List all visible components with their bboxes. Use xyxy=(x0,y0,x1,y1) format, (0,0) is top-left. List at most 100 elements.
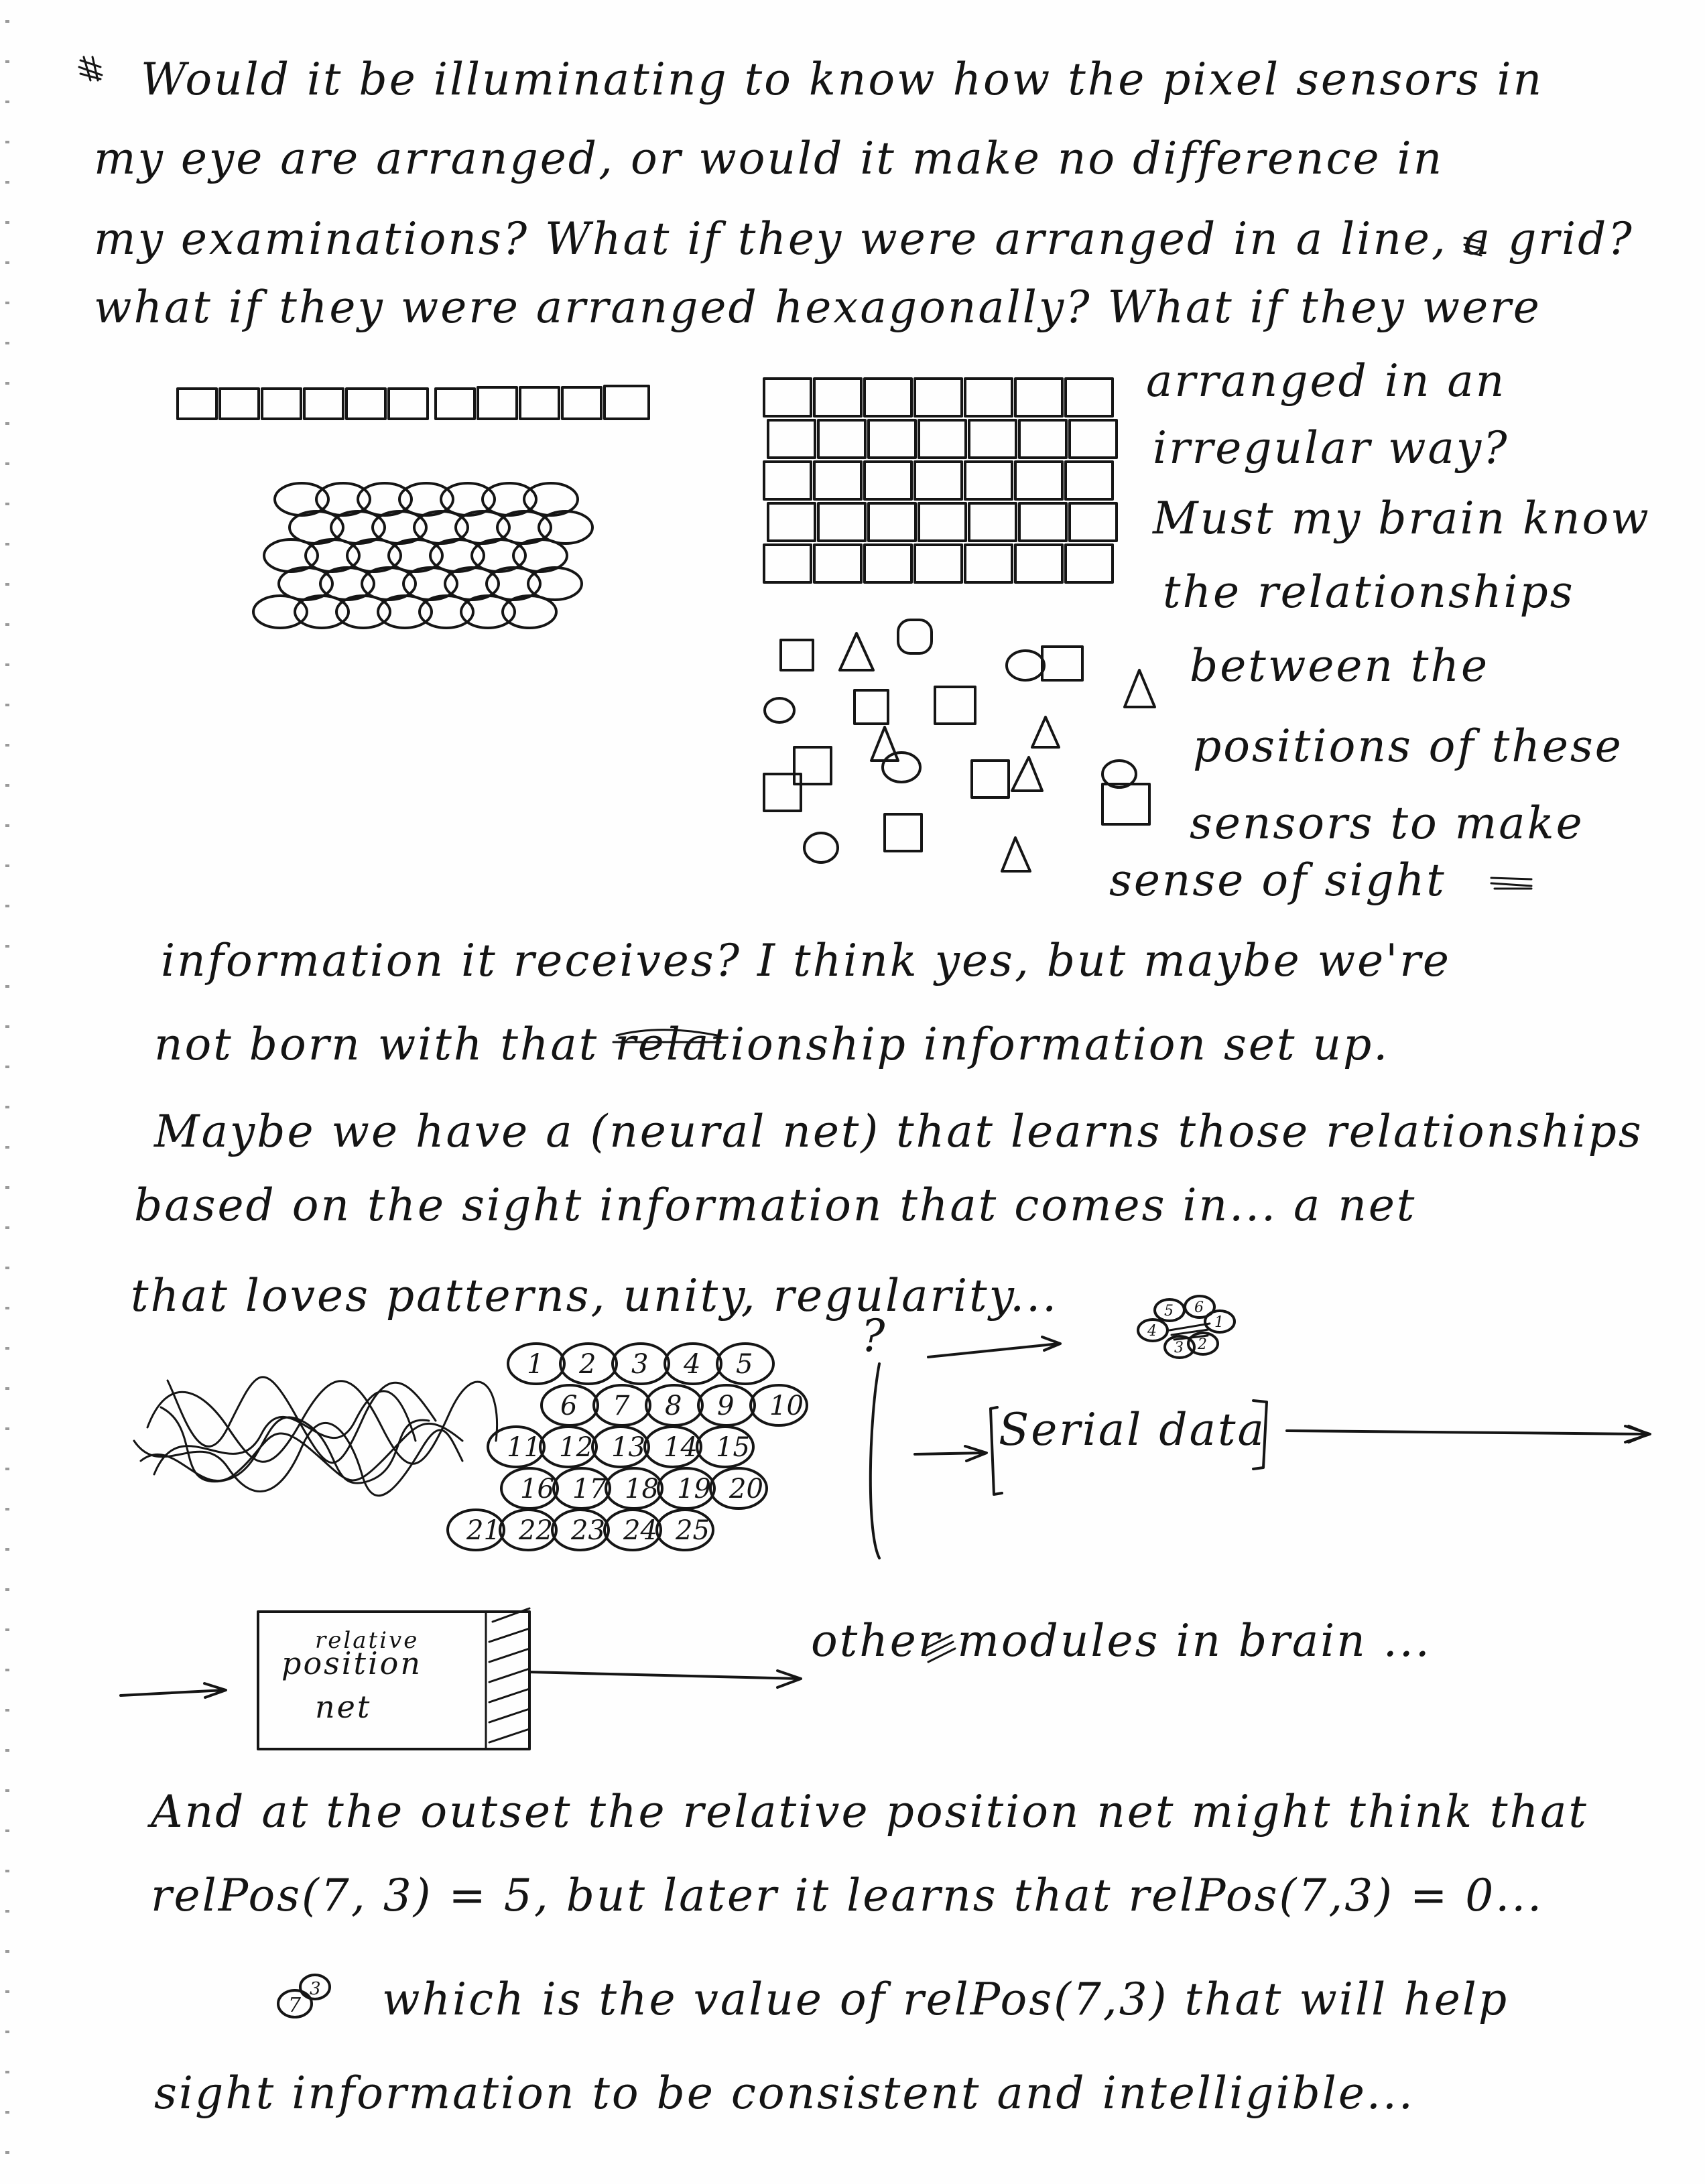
text-line: information it receives? I think yes, bu… xyxy=(161,935,1451,986)
sensor-hexagonal-drawing xyxy=(252,482,594,629)
cell-number: 5 xyxy=(736,1349,753,1380)
box-label-net: net xyxy=(315,1689,372,1725)
cell-number: 16 xyxy=(520,1474,554,1504)
cluster-number: 1 xyxy=(1214,1314,1224,1331)
grid-cell xyxy=(763,543,812,584)
numbered-cell xyxy=(507,1342,566,1385)
side-text-line: irregular way? xyxy=(1153,422,1509,474)
grid-cell xyxy=(918,502,967,542)
cluster-number: 6 xyxy=(1194,1299,1204,1316)
arrow-out-serial xyxy=(1285,1425,1651,1443)
cluster-number: 5 xyxy=(1164,1303,1174,1320)
text-line: not born with that relationship informat… xyxy=(154,1019,1390,1070)
cell-number: 13 xyxy=(611,1432,645,1463)
small-pair-drawing: 7 3 xyxy=(277,1974,331,2018)
scribble-mark xyxy=(78,56,103,82)
hex-cell xyxy=(418,594,475,629)
serial-bracket-left xyxy=(989,1406,1003,1496)
arrow-out-serial-head xyxy=(1627,1425,1650,1443)
strikethrough-mark xyxy=(612,1029,722,1043)
numbered-cell xyxy=(657,1467,716,1510)
tangled-scribble-drawing xyxy=(133,1376,499,1497)
hex-cell xyxy=(377,594,433,629)
side-text-line: arranged in an xyxy=(1146,355,1507,407)
side-text-line: Must my brain know xyxy=(1153,493,1651,544)
numbered-cell xyxy=(716,1342,775,1385)
grid-cell xyxy=(813,543,863,584)
hex-cell xyxy=(294,594,350,629)
numbered-cell xyxy=(664,1342,722,1385)
cluster-cell xyxy=(1184,1295,1216,1319)
grid-cell xyxy=(913,460,963,501)
numbered-cell xyxy=(591,1425,650,1468)
cell-number: 24 xyxy=(623,1515,657,1546)
grid-cell xyxy=(1014,460,1064,501)
cluster-number: 2 xyxy=(1197,1336,1207,1353)
grid-cell xyxy=(1064,377,1114,417)
numbered-cell xyxy=(603,1508,662,1551)
hex-cell xyxy=(252,594,308,629)
hex-cell xyxy=(527,566,583,601)
cluster-cell xyxy=(1187,1332,1219,1356)
sensor-grid-drawing xyxy=(763,377,1118,584)
cell-number: 15 xyxy=(716,1432,750,1463)
grid-cell xyxy=(1018,502,1068,542)
cell-number: 1 xyxy=(527,1349,544,1380)
cell-number: 2 xyxy=(578,1349,596,1380)
text-line: Would it be illuminating to know how the… xyxy=(141,54,1544,105)
box-hatching xyxy=(485,1607,531,1750)
modules-label: other modules in brain ... xyxy=(811,1615,1432,1667)
side-text-line: between the xyxy=(1190,640,1490,692)
grid-cell xyxy=(763,460,812,501)
grid-cell xyxy=(1014,543,1064,584)
cell-number: 18 xyxy=(625,1474,659,1504)
cell-number: 20 xyxy=(729,1474,763,1504)
sensor-irregular-drawing xyxy=(763,619,1156,873)
cell-number: 14 xyxy=(664,1432,698,1463)
relative-position-net-box xyxy=(257,1610,531,1750)
box-label-position: position xyxy=(281,1645,422,1681)
cell-number: 12 xyxy=(559,1432,593,1463)
grid-cell xyxy=(913,543,963,584)
cell-number: 4 xyxy=(683,1349,700,1380)
text-line: that loves patterns, unity, regularity..… xyxy=(131,1270,1059,1322)
small-pair-3: 3 xyxy=(310,1979,321,1999)
numbered-cell xyxy=(499,1508,558,1551)
text-line: relPos(7, 3) = 5, but later it learns th… xyxy=(151,1870,1544,1921)
cell-number: 8 xyxy=(665,1391,682,1421)
numbered-cell xyxy=(611,1342,670,1385)
numbered-cell xyxy=(696,1425,755,1468)
text-line: And at the outset the relative position … xyxy=(151,1786,1588,1838)
text-line: sight information to be consistent and i… xyxy=(154,2067,1415,2119)
grid-cell xyxy=(1064,460,1114,501)
text-line: what if they were arranged hexagonally? … xyxy=(94,281,1541,333)
cluster-cell xyxy=(1204,1309,1236,1334)
scribble-mark xyxy=(1490,877,1533,890)
scribble-mark xyxy=(924,1634,956,1663)
side-text-line: sensors to make xyxy=(1190,797,1584,849)
numbered-cell xyxy=(487,1425,546,1468)
cell-number: 10 xyxy=(769,1391,804,1421)
numbered-cell xyxy=(605,1467,664,1510)
hex-cell xyxy=(460,594,516,629)
grid-cell xyxy=(767,502,816,542)
cell-number: 9 xyxy=(717,1391,734,1421)
text-line: my eye are arranged, or would it make no… xyxy=(94,133,1444,184)
numbered-cell xyxy=(655,1508,714,1551)
grid-cell xyxy=(1064,543,1114,584)
grid-cell xyxy=(863,460,913,501)
box-label-relative: relative xyxy=(315,1627,420,1654)
grid-cell xyxy=(867,502,917,542)
side-text-line: the relationships xyxy=(1163,566,1575,618)
numbered-cell xyxy=(500,1467,559,1510)
numbered-cell xyxy=(446,1508,505,1551)
grid-cell xyxy=(863,543,913,584)
hex-cell xyxy=(335,594,391,629)
numbered-cell xyxy=(697,1384,756,1427)
grid-cell xyxy=(817,419,867,459)
grid-cell xyxy=(964,460,1013,501)
grid-cell xyxy=(1018,419,1068,459)
grid-cell xyxy=(1014,377,1064,417)
